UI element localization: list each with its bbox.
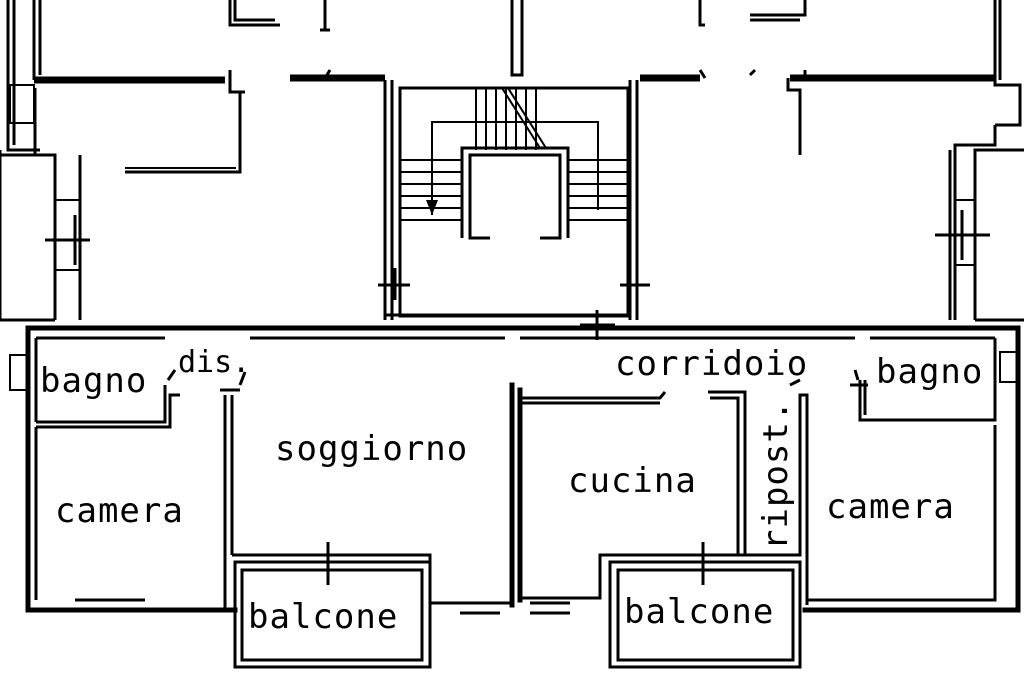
label-bagno-right: bagno xyxy=(876,352,983,392)
label-cucina: cucina xyxy=(568,461,697,501)
label-balcone-right: balcone xyxy=(624,592,774,632)
label-camera-left: camera xyxy=(55,491,184,531)
label-camera-right: camera xyxy=(826,487,955,527)
apartment-walls xyxy=(9,325,1021,615)
stairwell xyxy=(378,86,650,340)
upper-units-walls xyxy=(0,0,1024,322)
label-corridoio: corridoio xyxy=(615,344,808,384)
label-ripost: ripost. xyxy=(756,400,796,550)
label-bagno-left: bagno xyxy=(40,361,147,401)
label-soggiorno: soggiorno xyxy=(275,429,468,469)
label-dis: dis. xyxy=(178,345,250,380)
internal-walls xyxy=(34,338,997,610)
label-balcone-left: balcone xyxy=(248,597,398,637)
room-labels: bagno dis. corridoio bagno soggiorno cuc… xyxy=(40,344,983,637)
balconies xyxy=(233,542,802,669)
